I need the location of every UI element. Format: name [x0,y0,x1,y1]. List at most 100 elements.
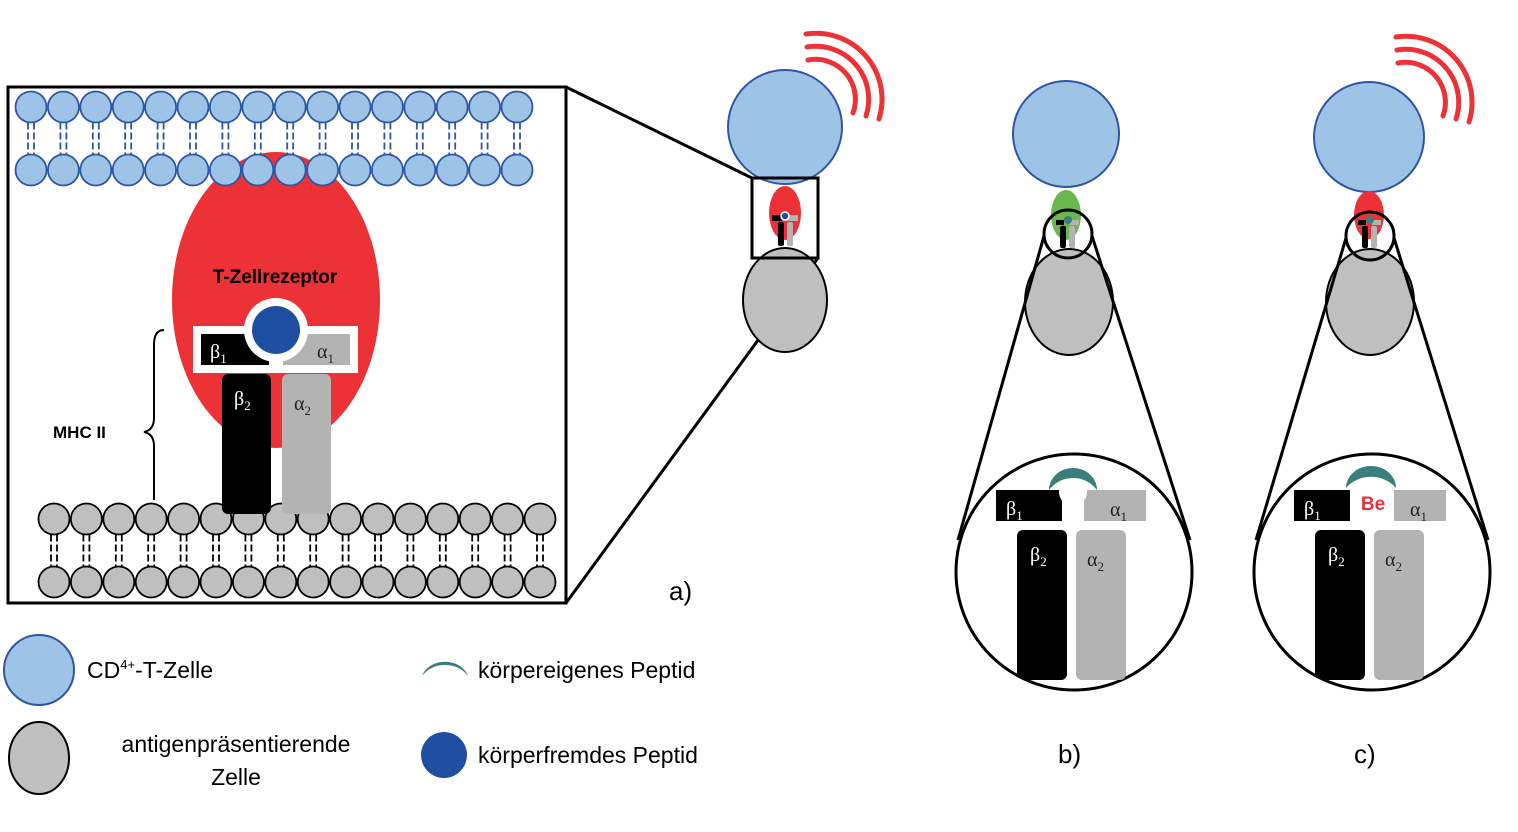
lipid-head [306,90,340,124]
apc-membrane [37,502,557,599]
mhc-label: MHC II [53,423,106,442]
lipid-head [306,153,340,187]
lipid-head [523,502,557,536]
lipid-head [102,565,136,599]
lipid-head [70,565,103,599]
lipid-tail [221,122,230,155]
lipid-head [458,502,492,536]
legend-self-peptide-icon [422,661,468,676]
lipid-tail [156,122,165,155]
lipid-head [144,90,178,124]
zoom-content-b: β1 α1 β2 α2 [996,468,1146,680]
mhc-mini-c [1358,216,1381,248]
zoom-line-top [565,85,753,180]
mhc-brace [143,329,165,500]
lipid-head [144,153,178,187]
lipid-head [393,565,427,599]
t-cell-membrane [14,90,534,187]
lipid-head [458,565,492,599]
lipid-tail [189,122,197,155]
lipid-head [241,153,275,187]
svg-text:β1: β1 [1006,498,1023,523]
lipid-tail [480,122,489,155]
legend-apc-label-2: Zelle [211,764,261,790]
lipid-head [491,565,525,599]
legend-foreign-peptide-label: körperfremdes Peptid [478,742,698,768]
alpha2-label: α2 [294,393,311,418]
panel-label-b: b) [1058,739,1081,769]
lipid-head [435,153,469,187]
zoom-content-c: Be β1 α1 β2 α2 [1294,466,1446,680]
svg-text:β2: β2 [1328,544,1345,569]
lipid-head [70,502,103,536]
lipid-head [167,565,201,599]
lipid-head [523,565,557,599]
lipid-tail [406,534,415,567]
lipid-tail [374,534,382,567]
lipid-tail [471,534,480,567]
foreign-peptide [252,306,300,354]
lipid-tail [244,534,253,567]
lipid-head [37,565,71,599]
lipid-head [403,90,437,124]
svg-text:α2: α2 [1087,549,1104,574]
detail-zoom-box: β1 α1 β2 α2 T-Zellrezeptor MHC II [6,85,820,605]
lipid-head [435,90,469,124]
lipid-tail [179,534,188,567]
alpha1-b [1084,490,1146,521]
lipid-tail [124,122,133,155]
lipid-tail [309,534,318,567]
svg-text:β1: β1 [1304,498,1321,523]
lipid-head [264,565,298,599]
lipid-head [111,90,145,124]
lipid-tail [438,534,447,567]
lipid-head [393,502,427,536]
panel-label-c: c) [1354,739,1376,769]
legend-t-cell-label: CD4+-T-Zelle [87,657,213,683]
lipid-head [134,565,168,599]
lipid-head [500,153,534,187]
alpha1-label: α1 [317,341,334,366]
mhc-mini-b [1056,216,1079,248]
lipid-tail [276,534,285,567]
legend-apc-icon [8,721,70,795]
lipid-tail [50,534,58,567]
lipid-head [231,565,265,599]
svg-text:α2: α2 [1385,549,1402,574]
lipid-head [208,153,242,187]
lipid-head [102,502,136,536]
lipid-tail [415,122,424,155]
alpha2-c [1374,530,1424,680]
lipid-head [338,90,372,124]
lipid-head [79,153,113,187]
lipid-tail [536,534,544,567]
legend-t-cell-icon [3,634,75,706]
lipid-head [329,502,363,536]
signal-arcs-c [1393,33,1475,125]
alpha1-c [1394,490,1446,521]
zoom-circle-small-b [1042,208,1094,260]
lipid-head [241,90,275,124]
lipid-head [338,153,372,187]
self-peptide-c [1346,466,1396,488]
mhc-ii-molecule: β1 α1 β2 α2 [193,298,358,514]
signal-arcs-a [803,30,885,122]
lipid-head [176,153,210,187]
lipid-head [468,90,502,124]
legend: CD4+-T-Zelle antigenpräsentierende Zelle… [3,634,698,795]
alpha2-domain [282,374,331,514]
t-cell-a [727,69,843,185]
lipid-head [176,90,210,124]
lipid-head [37,502,71,536]
lipid-head [361,565,395,599]
lipid-head [370,153,404,187]
lipid-head [199,565,233,599]
lipid-head [500,90,534,124]
lipid-tail [513,122,521,155]
lipid-head [468,153,502,187]
beta1-label: β1 [210,341,227,366]
lipid-tail [91,122,100,155]
lipid-head [296,565,330,599]
svg-text:α1: α1 [1110,499,1127,524]
mhc-mini-a [772,211,798,246]
